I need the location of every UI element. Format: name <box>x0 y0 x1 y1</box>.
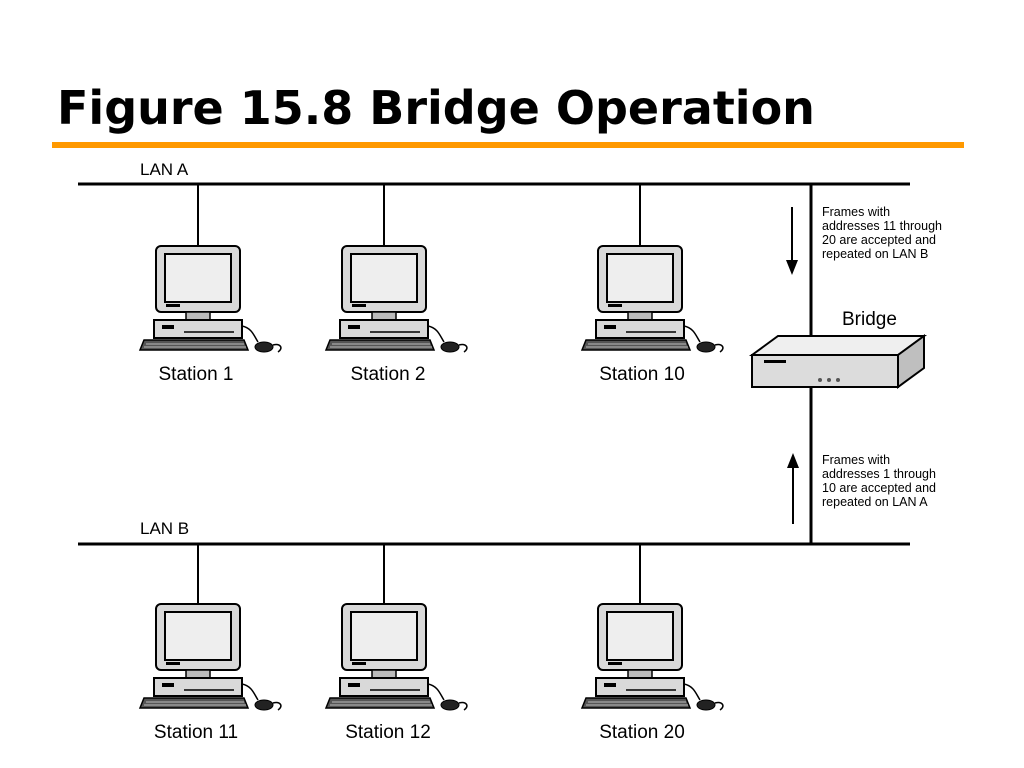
bridge-icon <box>748 334 928 389</box>
station-2-label: Station 2 <box>351 364 426 385</box>
station-drops <box>197 184 641 606</box>
computer-icon <box>139 245 282 353</box>
computer-icon <box>325 603 468 711</box>
lan-b-label: LAN B <box>140 519 189 538</box>
note-line: addresses 1 through <box>822 467 936 481</box>
computer-icon <box>581 245 724 353</box>
station-20-label: Station 20 <box>599 722 685 743</box>
note-line: Frames with <box>822 453 890 467</box>
station-10-label: Station 10 <box>599 364 685 385</box>
computer-icon <box>139 603 282 711</box>
station-1-label: Station 1 <box>159 364 234 385</box>
bridge-label: Bridge <box>842 309 897 330</box>
note-line: repeated on LAN A <box>822 495 928 509</box>
note-lan-b-to-a: Frames with addresses 1 through 10 are a… <box>822 453 939 509</box>
note-line: 20 are accepted and <box>822 233 936 247</box>
arrow-up-icon <box>787 453 799 524</box>
computer-icon <box>581 603 724 711</box>
slide-title: Figure 15.8 Bridge Operation <box>57 81 815 135</box>
station-11-label: Station 11 <box>154 722 238 743</box>
note-line: repeated on LAN B <box>822 247 928 261</box>
note-lan-a-to-b: Frames with addresses 11 through 20 are … <box>822 205 945 261</box>
title-rule <box>52 142 964 148</box>
arrow-down-icon <box>786 207 798 275</box>
note-line: addresses 11 through <box>822 219 942 233</box>
lan-a-label: LAN A <box>140 160 189 179</box>
station-12-label: Station 12 <box>345 722 431 743</box>
computer-icon <box>325 245 468 353</box>
note-line: 10 are accepted and <box>822 481 936 495</box>
note-line: Frames with <box>822 205 890 219</box>
